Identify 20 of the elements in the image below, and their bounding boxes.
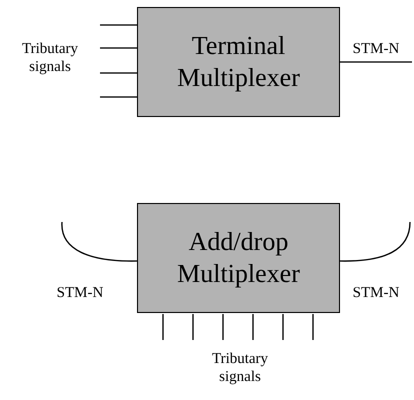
signal-line bbox=[100, 47, 137, 49]
signal-label: Tributary signals bbox=[20, 40, 80, 76]
signal-line bbox=[340, 61, 412, 63]
signal-line bbox=[222, 314, 224, 340]
signal-label: STM-N bbox=[352, 40, 400, 58]
signal-line bbox=[100, 72, 137, 74]
signal-line bbox=[340, 222, 411, 262]
multiplexer-box: Add/drop Multiplexer bbox=[137, 203, 340, 313]
signal-line bbox=[192, 314, 194, 340]
signal-line bbox=[282, 314, 284, 340]
signal-line bbox=[312, 314, 314, 340]
signal-line bbox=[100, 96, 137, 98]
signal-label: STM-N bbox=[56, 284, 104, 302]
signal-label: STM-N bbox=[352, 284, 400, 302]
signal-line bbox=[252, 314, 254, 340]
signal-label: Tributary signals bbox=[210, 350, 270, 386]
multiplexer-box: Terminal Multiplexer bbox=[137, 7, 340, 117]
signal-line bbox=[162, 314, 164, 340]
signal-line bbox=[61, 222, 137, 262]
signal-line bbox=[100, 24, 137, 26]
